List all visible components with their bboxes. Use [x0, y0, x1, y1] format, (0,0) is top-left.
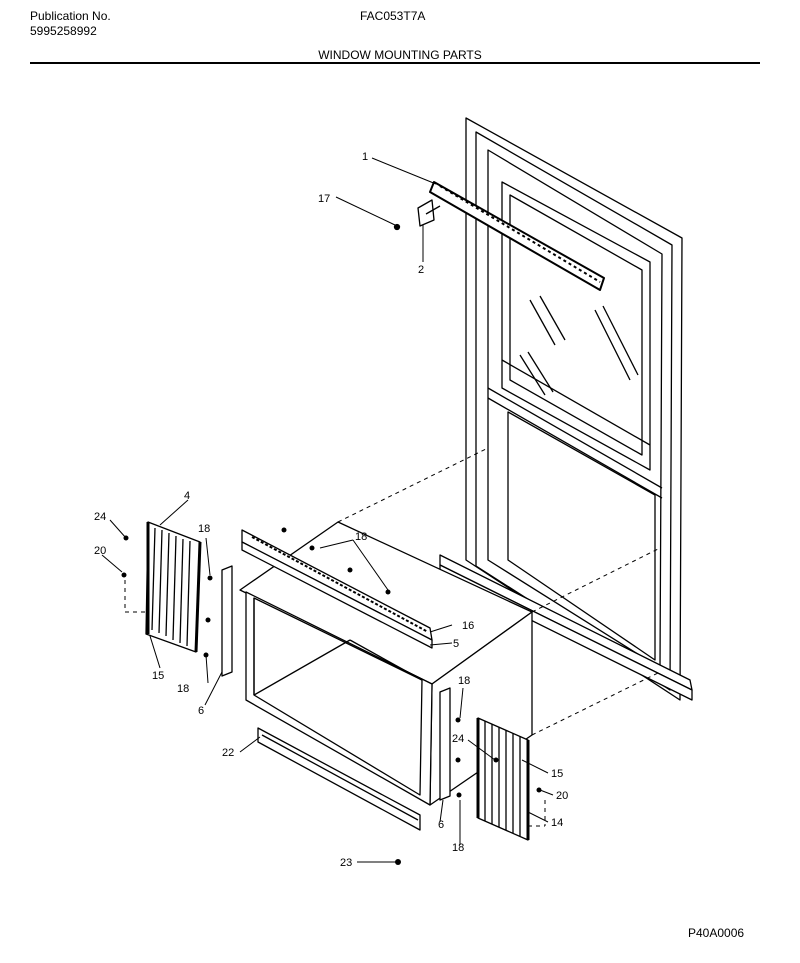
screw-23 [395, 859, 401, 865]
publication-label: Publication No. [30, 9, 111, 23]
publication-number: 5995258992 [30, 24, 97, 38]
screws [121, 527, 542, 865]
left-side-panel [145, 521, 202, 653]
callout-20-right: 20 [556, 790, 568, 802]
screw-18-b [205, 617, 211, 623]
right-side-panel [476, 717, 530, 841]
callout-22: 22 [222, 747, 234, 759]
callout-23: 23 [340, 857, 352, 869]
left-side-strip [221, 565, 233, 677]
header-rule [30, 62, 760, 64]
screw-18-j [456, 792, 462, 798]
bracket [417, 199, 441, 227]
callout-6-left: 6 [198, 705, 204, 717]
screw-18-f [347, 567, 353, 573]
callout-24-right: 24 [452, 733, 464, 745]
callout-24-left: 24 [94, 511, 106, 523]
model-number: FAC053T7A [360, 9, 426, 23]
screw-20-left [121, 572, 127, 578]
callout-14: 14 [551, 817, 563, 829]
right-side-strip [439, 687, 451, 801]
callout-20-left: 20 [94, 545, 106, 557]
top-rail [429, 181, 605, 291]
projection-lines [124, 447, 661, 827]
screw-18-c [203, 652, 209, 658]
callout-18-right-bottom: 18 [452, 842, 464, 854]
screw-18-a [207, 575, 213, 581]
callout-2: 2 [418, 264, 424, 276]
screw-24-left [123, 535, 129, 541]
cabinet [239, 521, 533, 806]
callout-labels: 1 17 2 4 24 20 18 18 15 6 18 16 5 22 18 … [94, 151, 568, 869]
figure-id: P40A0006 [688, 926, 745, 940]
callout-18-left-bottom: 18 [177, 683, 189, 695]
screw-18-i [455, 757, 461, 763]
top-angle [241, 529, 433, 649]
callout-6-right: 6 [438, 819, 444, 831]
screw-18-d [281, 527, 287, 533]
callout-15-right: 15 [551, 768, 563, 780]
screw-18-g [385, 589, 391, 595]
section-title: WINDOW MOUNTING PARTS [318, 48, 482, 62]
callout-1: 1 [362, 151, 368, 163]
screw-17 [393, 223, 401, 231]
callout-16: 16 [462, 620, 474, 632]
leader-lines [101, 157, 554, 863]
callout-18-left-top: 18 [198, 523, 210, 535]
sill-support [257, 727, 421, 831]
screw-18-e [309, 545, 315, 551]
screw-24-right [493, 757, 499, 763]
callout-15-left: 15 [152, 670, 164, 682]
screw-18-h [455, 717, 461, 723]
callout-18-right-top: 18 [458, 675, 470, 687]
screw-20-right [536, 787, 542, 793]
callout-17: 17 [318, 193, 330, 205]
callout-4: 4 [184, 490, 190, 502]
callout-5: 5 [453, 638, 459, 650]
callout-18-top-angle: 18 [355, 531, 367, 543]
